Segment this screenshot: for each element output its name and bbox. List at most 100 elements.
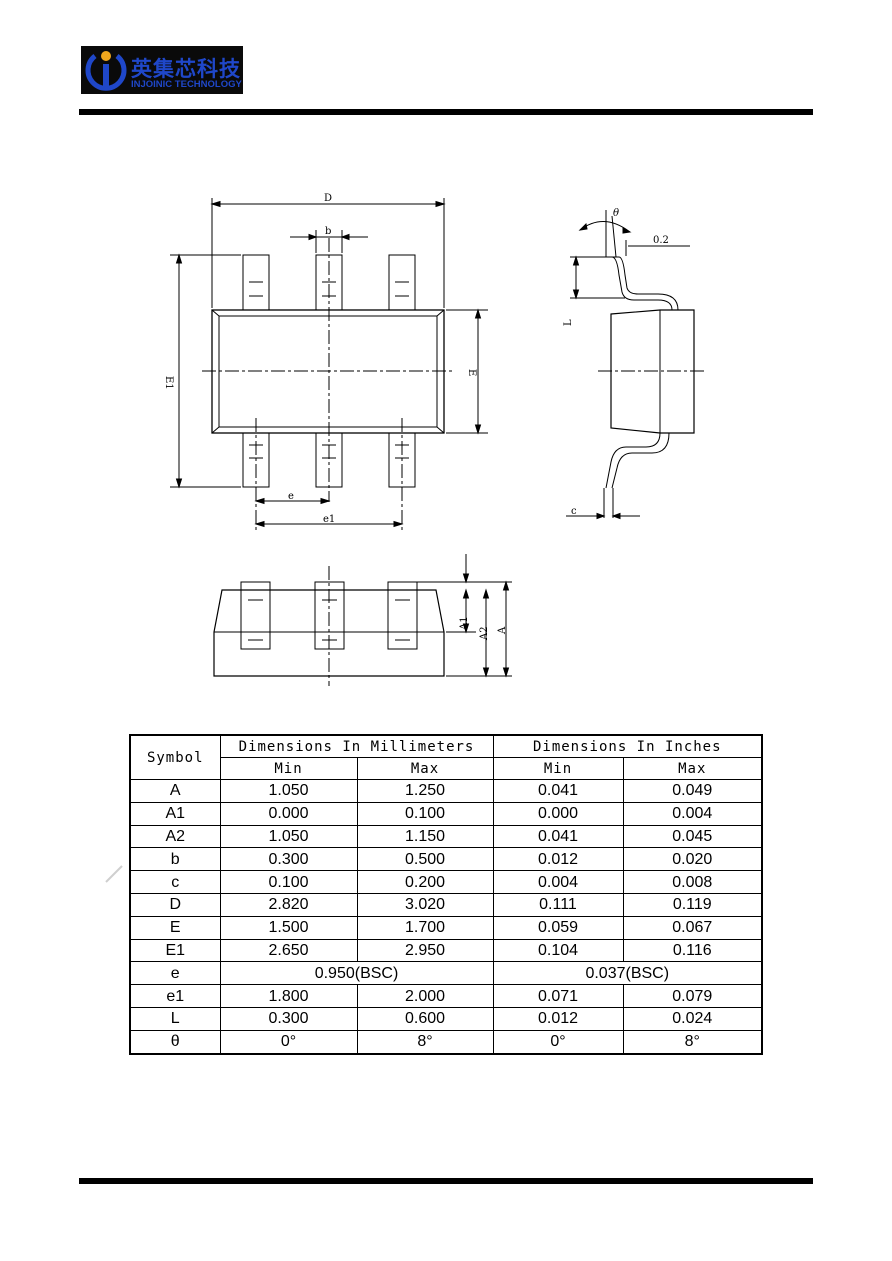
table-row: e1 1.800 2.000 0.071 0.079	[129, 984, 763, 1008]
cell-mm-min: 0.000	[219, 801, 358, 826]
header-mm-max: Max	[356, 757, 494, 780]
cell-symbol: e1	[129, 984, 221, 1008]
cell-symbol: c	[129, 870, 221, 894]
cell-in-max: 0.045	[622, 824, 763, 849]
company-logo: 英集芯科技 INJOINIC TECHNOLOGY	[81, 46, 243, 94]
cell-mm-max: 0.600	[356, 1006, 494, 1031]
cell-in-min: 0.012	[492, 847, 624, 872]
cell-mm-max: 8°	[356, 1029, 494, 1055]
cell-in-min: 0.000	[492, 801, 624, 826]
label-D: D	[324, 193, 332, 204]
cell-in-max: 0.116	[622, 938, 763, 963]
footer-rule	[79, 1178, 813, 1184]
logo-english-name: INJOINIC TECHNOLOGY	[131, 79, 242, 90]
cell-symbol: D	[129, 892, 221, 917]
cell-mm-min: 2.820	[219, 892, 358, 917]
cell-mm-min: 1.050	[219, 824, 358, 849]
cell-mm-min: 1.500	[219, 915, 358, 940]
cell-mm-max: 2.000	[356, 984, 494, 1008]
dimensions-table: Symbol Dimensions In Millimeters Dimensi…	[129, 734, 764, 1055]
label-A1: A1	[459, 616, 470, 631]
cell-symbol: e	[129, 961, 221, 986]
cell-in-max: 8°	[622, 1029, 763, 1055]
cell-in-max: 0.067	[622, 915, 763, 940]
cell-in-min: 0.111	[492, 892, 624, 917]
cell-symbol: L	[129, 1006, 221, 1031]
header-inches: Dimensions In Inches	[492, 734, 763, 758]
cell-in-min: 0.041	[492, 779, 624, 803]
cell-mm-max: 0.100	[356, 801, 494, 826]
logo-chinese-name: 英集芯科技	[131, 57, 241, 81]
cell-mm-min: 1.800	[219, 984, 358, 1008]
label-A2: A2	[479, 626, 490, 641]
label-theta: θ	[613, 208, 619, 219]
cell-mm-min: 2.650	[219, 938, 358, 963]
cell-mm-min: 0°	[219, 1029, 358, 1055]
cell-in-min: 0.004	[492, 870, 624, 894]
cell-in-max: 0.119	[622, 892, 763, 917]
header-rule	[79, 109, 813, 115]
label-E: E	[466, 369, 477, 376]
side-view	[566, 210, 706, 520]
cell-symbol: E	[129, 915, 221, 940]
header-millimeters: Dimensions In Millimeters	[219, 734, 494, 758]
logo-mark-icon	[85, 51, 127, 91]
cell-in-max: 0.004	[622, 801, 763, 826]
cell-mm-min: 1.050	[219, 779, 358, 803]
cell-in-bsc: 0.037(BSC)	[492, 961, 763, 986]
cell-in-min: 0.012	[492, 1006, 624, 1031]
table-row: e 0.950(BSC) 0.037(BSC)	[129, 961, 763, 986]
cell-in-min: 0.104	[492, 938, 624, 963]
package-outline-drawing: D b E1 E e e1 θ 0.2 L c A1 A2 A	[163, 193, 706, 686]
label-A: A	[497, 626, 508, 635]
cell-mm-bsc: 0.950(BSC)	[219, 961, 494, 986]
cell-in-min: 0°	[492, 1029, 624, 1055]
cell-mm-max: 0.500	[356, 847, 494, 872]
table-row: A 1.050 1.250 0.041 0.049	[129, 779, 763, 803]
cell-in-min: 0.041	[492, 824, 624, 849]
cell-mm-max: 2.950	[356, 938, 494, 963]
cell-in-max: 0.049	[622, 779, 763, 803]
cell-symbol: θ	[129, 1029, 221, 1055]
top-view	[170, 198, 488, 530]
front-view	[213, 554, 512, 686]
label-gauge: 0.2	[653, 235, 669, 246]
cell-mm-max: 0.200	[356, 870, 494, 894]
header-symbol: Symbol	[129, 734, 221, 780]
cell-mm-min: 0.300	[219, 1006, 358, 1031]
label-c: c	[571, 506, 577, 517]
cell-in-max: 0.020	[622, 847, 763, 872]
table-row: c 0.100 0.200 0.004 0.008	[129, 870, 763, 894]
cell-in-max: 0.079	[622, 984, 763, 1008]
cell-in-min: 0.059	[492, 915, 624, 940]
cell-symbol: A	[129, 779, 221, 803]
header-mm-min: Min	[219, 757, 358, 780]
table-row: L 0.300 0.600 0.012 0.024	[129, 1006, 763, 1031]
label-e1: e1	[323, 514, 335, 525]
cell-in-min: 0.071	[492, 984, 624, 1008]
table-row: A2 1.050 1.150 0.041 0.045	[129, 824, 763, 849]
cell-in-max: 0.008	[622, 870, 763, 894]
table-row: θ 0° 8° 0° 8°	[129, 1029, 763, 1055]
cell-symbol: E1	[129, 938, 221, 963]
cell-mm-min: 0.100	[219, 870, 358, 894]
table-row: E 1.500 1.700 0.059 0.067	[129, 915, 763, 940]
table-row: D 2.820 3.020 0.111 0.119	[129, 892, 763, 917]
scan-mark-icon	[105, 865, 123, 883]
cell-mm-max: 1.700	[356, 915, 494, 940]
table-row: A1 0.000 0.100 0.000 0.004	[129, 801, 763, 826]
cell-mm-max: 3.020	[356, 892, 494, 917]
label-e: e	[288, 491, 294, 502]
label-L: L	[563, 319, 574, 326]
table-row: E1 2.650 2.950 0.104 0.116	[129, 938, 763, 963]
cell-symbol: b	[129, 847, 221, 872]
cell-in-max: 0.024	[622, 1006, 763, 1031]
cell-symbol: A1	[129, 801, 221, 826]
label-b: b	[325, 226, 331, 237]
label-E1: E1	[163, 376, 174, 390]
table-row: b 0.300 0.500 0.012 0.020	[129, 847, 763, 872]
header-in-max: Max	[622, 757, 763, 780]
cell-mm-min: 0.300	[219, 847, 358, 872]
cell-mm-max: 1.150	[356, 824, 494, 849]
cell-symbol: A2	[129, 824, 221, 849]
